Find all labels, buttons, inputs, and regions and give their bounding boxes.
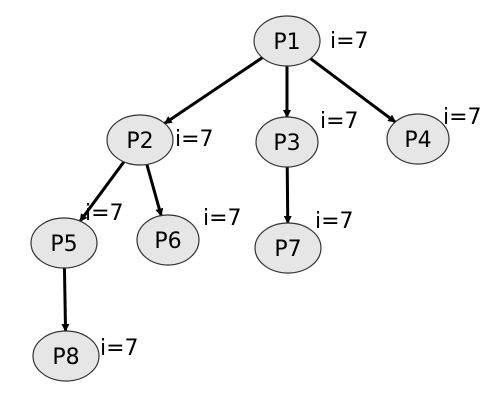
node-p6: P6 i=7: [136, 206, 242, 266]
node-annotation: i=7: [315, 209, 354, 234]
node-annotation: i=7: [175, 127, 214, 152]
node-ellipse: [106, 114, 174, 166]
node-label: P3: [273, 131, 300, 156]
edge-p1-p4: [309, 57, 397, 124]
node-label: P8: [52, 345, 79, 370]
node-annotation: i=7: [320, 109, 359, 134]
node-p2: P2 i=7: [106, 114, 214, 166]
edges-layer: [61, 56, 397, 333]
node-label: P1: [273, 30, 300, 55]
node-p3: P3 i=7: [255, 109, 359, 168]
node-ellipse: [32, 330, 100, 382]
node-label: P5: [50, 232, 77, 257]
node-p1: P1 i=7: [253, 15, 369, 67]
node-annotation: i=7: [85, 201, 124, 226]
edge-p5-p8: [61, 267, 70, 333]
node-annotation: i=7: [203, 206, 242, 231]
edge-p2-p5: [78, 160, 126, 223]
node-p5: P5 i=7: [30, 201, 124, 269]
node-ellipse: [136, 214, 200, 266]
node-ellipse: [254, 222, 322, 274]
edge-p3-p7: [283, 166, 292, 225]
node-annotation: i=7: [330, 29, 369, 54]
node-annotation: i=7: [443, 105, 482, 130]
edge-p1-p2: [163, 56, 264, 125]
node-p8: P8 i=7: [32, 330, 139, 382]
node-label: P2: [126, 129, 153, 154]
edge-p2-p6: [145, 164, 164, 217]
node-label: P7: [274, 237, 301, 262]
node-ellipse: [253, 15, 321, 67]
node-ellipse: [386, 113, 450, 165]
node-label: P6: [154, 229, 181, 254]
node-label: P4: [404, 128, 431, 153]
node-ellipse: [255, 116, 319, 168]
node-p4: P4 i=7: [386, 105, 482, 165]
node-ellipse: [30, 217, 98, 269]
node-annotation: i=7: [100, 336, 139, 361]
node-p7: P7 i=7: [254, 209, 354, 274]
